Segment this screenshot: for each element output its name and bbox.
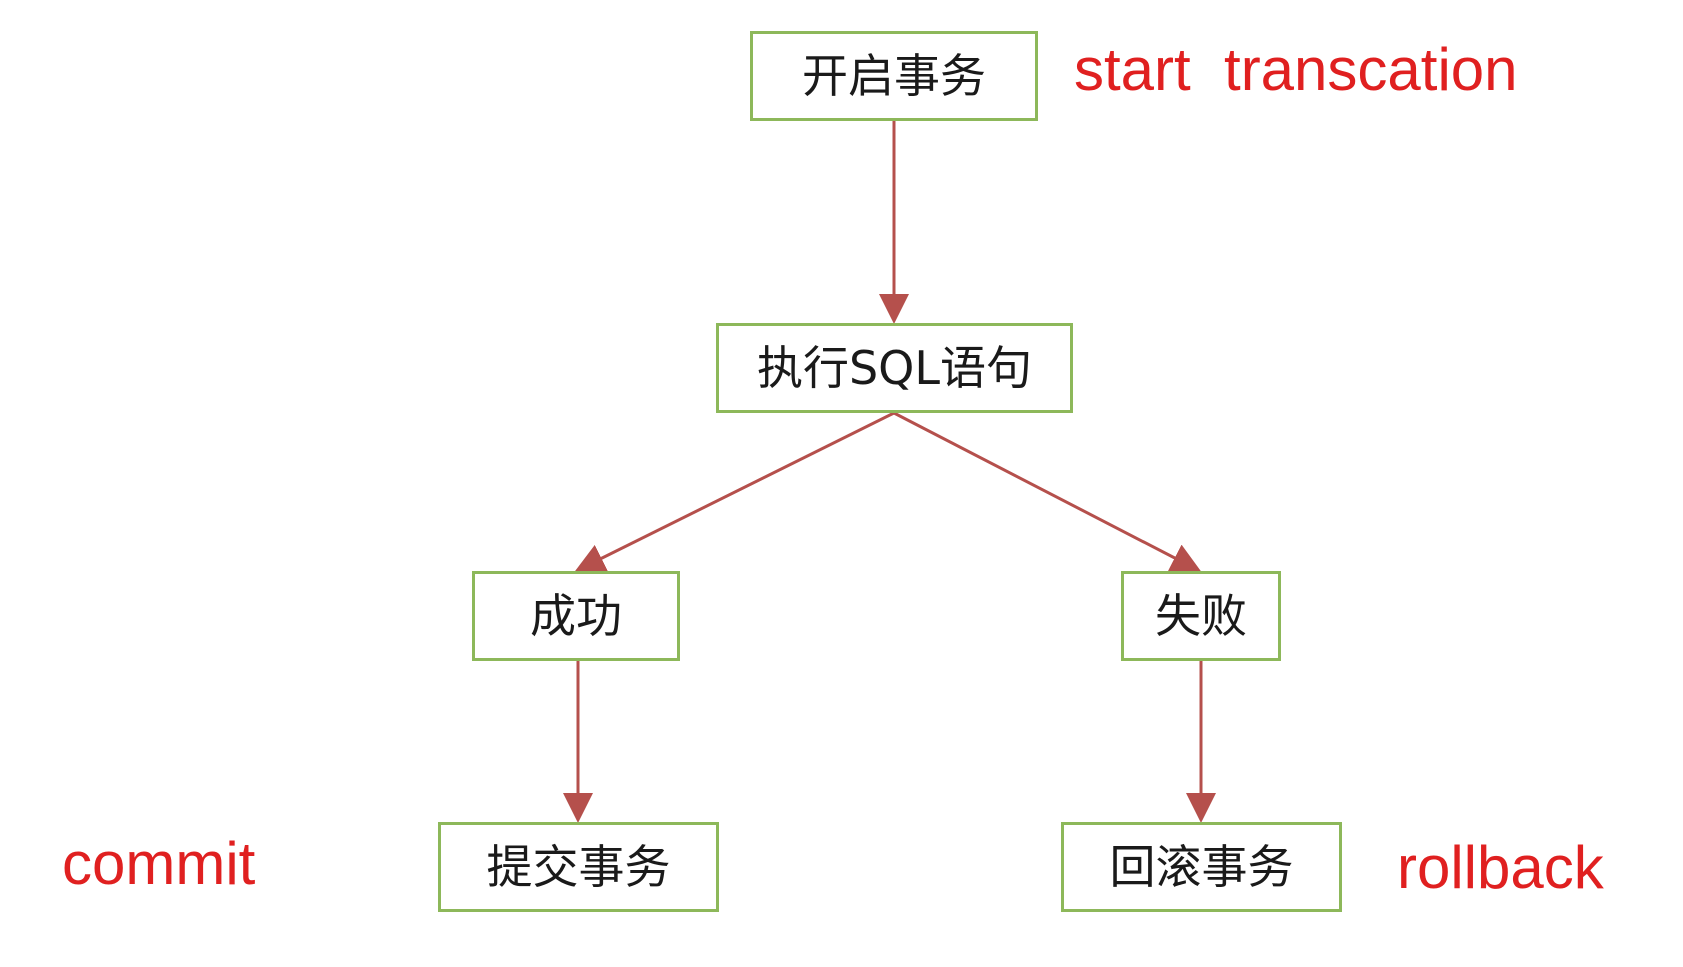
node-commit-transaction: 提交事务 [438, 822, 719, 912]
node-execute-sql: 执行SQL语句 [716, 323, 1073, 413]
node-start-label: 开启事务 [802, 49, 986, 103]
edge-execute-to-fail [893, 411, 1202, 572]
node-start-transaction: 开启事务 [750, 31, 1038, 121]
node-rollback-transaction: 回滚事务 [1061, 822, 1342, 912]
annotation-commit: commit [62, 830, 256, 897]
annotation-rollback: rollback [1397, 834, 1604, 901]
annotation-start-transaction: start transcation [1074, 36, 1518, 103]
node-fail-label: 失败 [1155, 589, 1247, 643]
node-execute-label: 执行SQL语句 [756, 341, 1033, 395]
node-rollback-label: 回滚事务 [1109, 840, 1294, 894]
node-success: 成功 [472, 571, 680, 661]
node-success-label: 成功 [530, 589, 622, 643]
edge-execute-to-success [574, 411, 895, 572]
node-commit-label: 提交事务 [486, 840, 671, 894]
node-fail: 失败 [1121, 571, 1281, 661]
